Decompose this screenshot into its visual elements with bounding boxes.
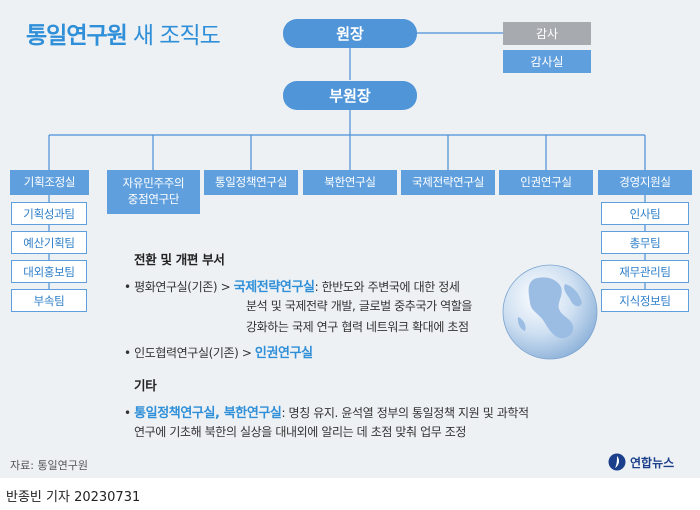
dept-management: 경영지원실 bbox=[598, 170, 692, 195]
globe-icon bbox=[502, 264, 598, 360]
note-rest: : 한반도와 주변국에 대한 정세 bbox=[314, 280, 460, 294]
note-prefix: 평화연구실(기존) > bbox=[134, 280, 234, 294]
note-item-peace-line2: 분석 및 국제전략 개발, 글로벌 중추국가 역할을 bbox=[246, 299, 473, 313]
team-left-4: 부속팀 bbox=[11, 289, 87, 312]
note-prefix: 인도협력연구실(기존) > bbox=[134, 346, 255, 360]
note-item-other-line2: 연구에 기초해 북한의 실상을 대내외에 알리는 데 초점 맞춰 업무 조정 bbox=[134, 425, 467, 439]
note-highlight: 국제전략연구실 bbox=[233, 280, 315, 295]
note-highlight: 통일정책연구실, 북한연구실 bbox=[134, 406, 282, 421]
byline: 반종빈 기자 20230731 bbox=[6, 490, 141, 505]
team-left-3: 대외홍보팀 bbox=[11, 260, 87, 283]
note-bullet: • bbox=[124, 406, 131, 420]
title-strong: 통일연구원 bbox=[26, 23, 128, 49]
team-left-2: 예산기획팀 bbox=[11, 231, 87, 254]
note-item-humanitarian: • 인도협력연구실(기존) > 인권연구실 bbox=[124, 342, 313, 361]
team-right-3: 재무관리팀 bbox=[601, 260, 689, 283]
dept-intl-strategy: 국제전략연구실 bbox=[401, 170, 495, 195]
auditor-box: 감사 bbox=[503, 22, 591, 45]
connector-lines bbox=[48, 32, 646, 300]
note-rest: : 명칭 유지. 윤석열 정부의 통일정책 지원 및 과학적 bbox=[281, 406, 530, 420]
notes-heading-changed: 전환 및 개편 부서 bbox=[134, 252, 225, 267]
dept-planning: 기획조정실 bbox=[10, 170, 89, 195]
source-label: 자료: 통일연구원 bbox=[10, 459, 89, 472]
note-bullet: • bbox=[124, 346, 131, 360]
team-right-2: 총무팀 bbox=[601, 231, 689, 254]
dept-north-korea: 북한연구실 bbox=[303, 170, 397, 195]
dept-liberal-democracy: 자유민주주의 중점연구단 bbox=[107, 170, 200, 214]
yonhap-logo: 연합뉴스 bbox=[608, 453, 674, 471]
team-right-1: 인사팀 bbox=[601, 202, 689, 225]
team-right-4: 지식정보팀 bbox=[601, 289, 689, 312]
note-highlight: 인권연구실 bbox=[254, 346, 313, 361]
dept-unification-policy: 통일정책연구실 bbox=[204, 170, 298, 195]
note-item-peace-line3: 강화하는 국제 연구 협력 네트워크 확대에 초점 bbox=[246, 320, 469, 334]
team-left-1: 기획성과팀 bbox=[11, 202, 87, 225]
dept-human-rights: 인권연구실 bbox=[499, 170, 593, 195]
vice-president-box: 부원장 bbox=[283, 81, 417, 110]
note-bullet: • bbox=[124, 280, 131, 294]
note-item-other: • 통일정책연구실, 북한연구실: 명칭 유지. 윤석열 정부의 통일정책 지원… bbox=[124, 402, 529, 421]
title-light: 새 조직도 bbox=[132, 23, 221, 49]
logo-text: 연합뉴스 bbox=[630, 455, 675, 470]
president-box: 원장 bbox=[283, 19, 417, 48]
yonhap-logo-icon bbox=[608, 453, 626, 471]
audit-office-box: 감사실 bbox=[503, 50, 591, 73]
notes-heading-other: 기타 bbox=[134, 378, 157, 393]
note-item-peace: • 평화연구실(기존) > 국제전략연구실: 한반도와 주변국에 대한 정세 bbox=[124, 276, 460, 295]
